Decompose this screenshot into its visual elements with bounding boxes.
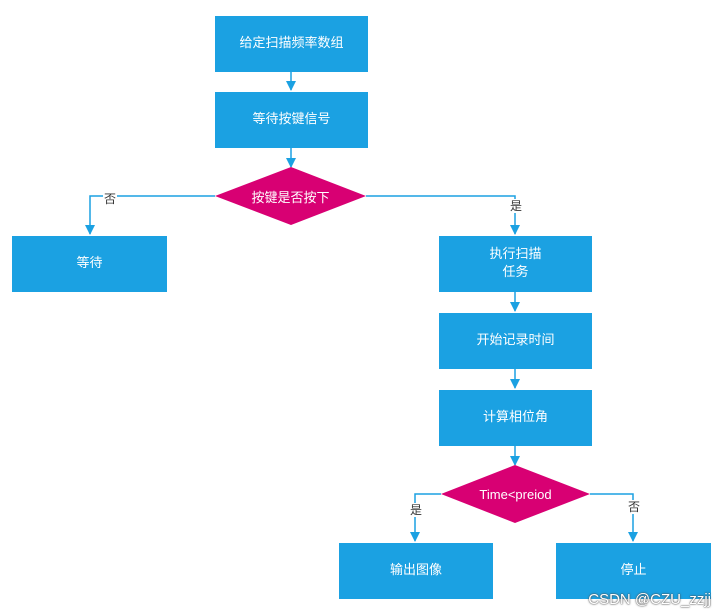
branch-label-key-no: 否 <box>103 192 118 206</box>
node-execute-scan-task: 执行扫描 任务 <box>439 236 592 292</box>
arrow-decision-yes-to-scan <box>366 195 520 235</box>
branch-label-key-yes: 是 <box>509 199 524 213</box>
decision-key-pressed-label: 按键是否按下 <box>251 190 330 206</box>
node-wait: 等待 <box>12 236 167 292</box>
node-start-timer: 开始记录时间 <box>439 313 592 369</box>
arrow-decision-no-to-wait <box>85 195 215 235</box>
arrow-decision-yes-to-output <box>410 493 441 542</box>
node-wait-key-signal: 等待按键信号 <box>215 92 368 148</box>
decision-time-check-shape <box>441 465 590 523</box>
arrow-decision-no-to-stop <box>590 493 638 542</box>
node-set-scan-frequency: 给定扫描频率数组 <box>215 16 368 72</box>
node-calc-phase-angle: 计算相位角 <box>439 390 592 446</box>
watermark: CSDN @CZU_zzjj <box>588 591 711 608</box>
branch-label-time-yes: 是 <box>409 503 424 517</box>
decision-time-check-label: Time<preiod <box>479 486 552 502</box>
branch-label-time-no: 否 <box>627 500 642 514</box>
node-output-image: 输出图像 <box>339 543 493 599</box>
decision-key-pressed-shape <box>215 167 366 225</box>
node-stop: 停止 <box>556 543 711 599</box>
